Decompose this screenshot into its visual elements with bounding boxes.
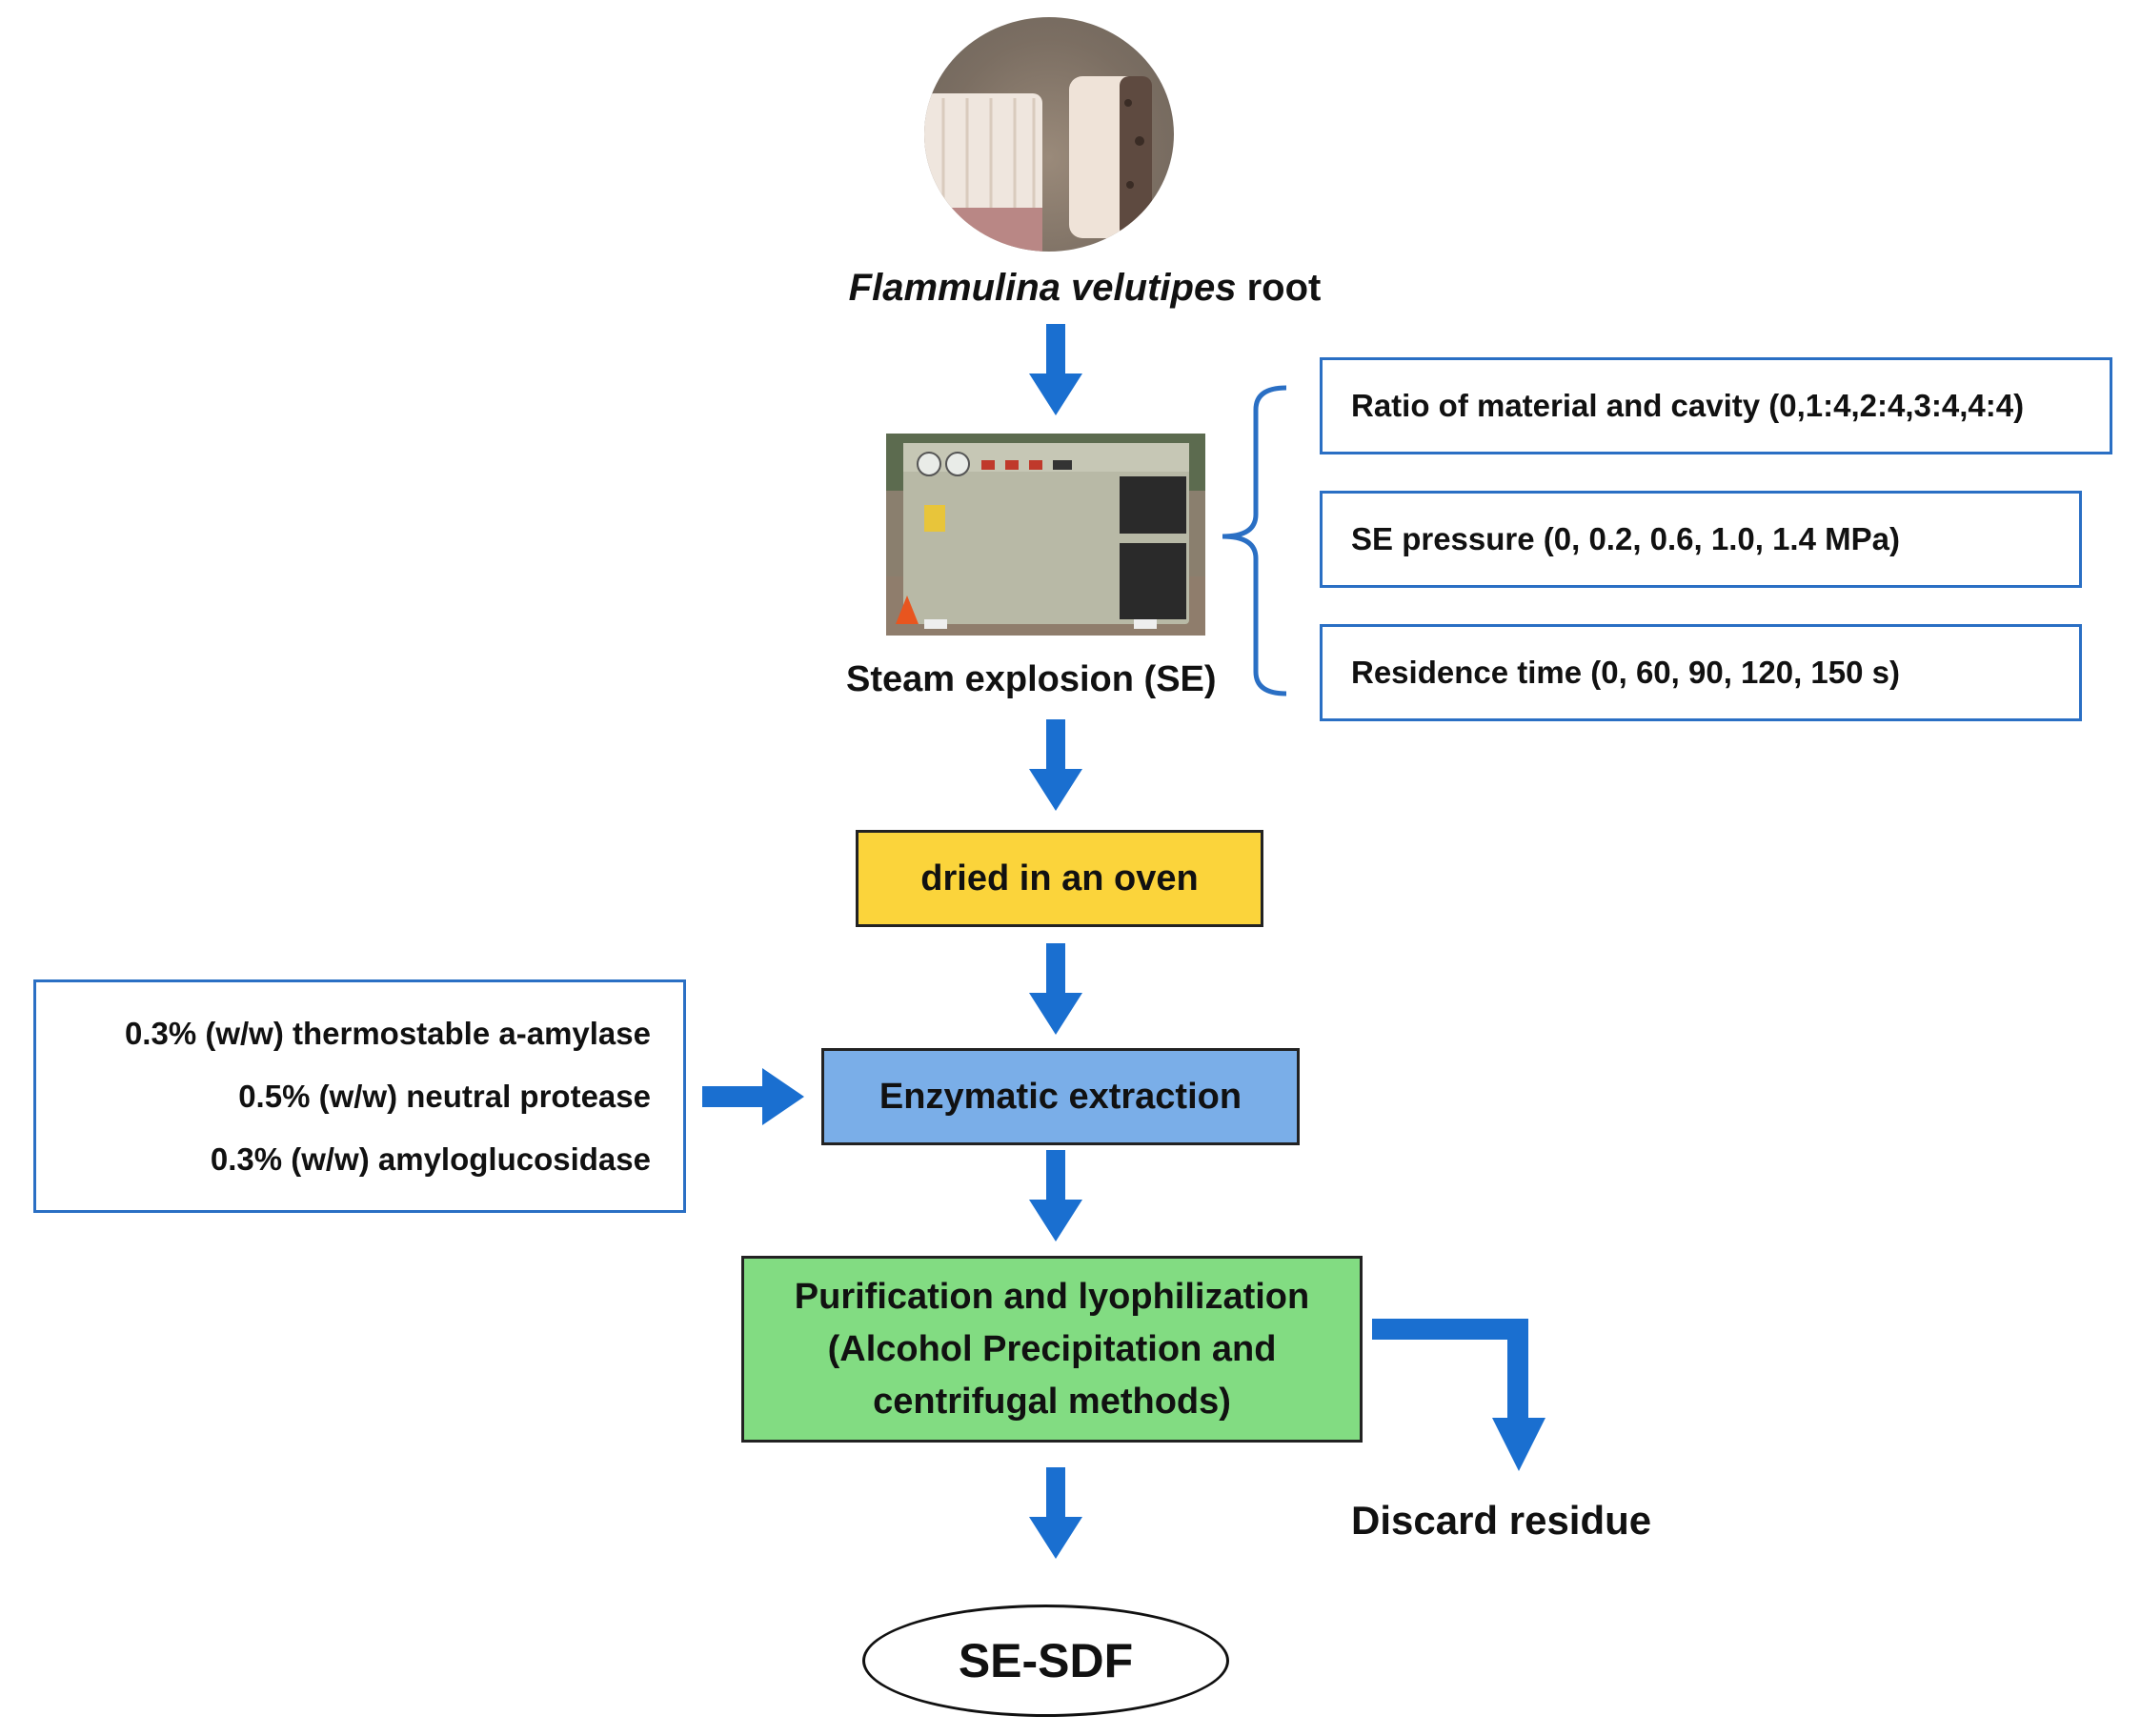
enzyme-line-amyloglucosidase: 0.3% (w/w) amyloglucosidase — [210, 1141, 651, 1177]
arrow-root-to-steam — [1029, 324, 1082, 415]
parameter-ratio-box: Ratio of material and cavity (0,1:4,2:4,… — [1320, 357, 2112, 454]
enzymes-box: 0.3% (w/w) thermostable a-amylase 0.5% (… — [33, 979, 686, 1213]
steam-explosion-label: Steam explosion (SE) — [846, 659, 1217, 699]
parameter-pressure-text: SE pressure (0, 0.2, 0.6, 1.0, 1.4 MPa) — [1351, 521, 1900, 556]
arrow-extraction-to-purification — [1029, 1150, 1082, 1241]
source-label: Flammulina velutipes root — [0, 267, 2141, 310]
source-species-name: Flammulina velutipes — [848, 267, 1237, 309]
discard-residue-label: Discard residue — [1351, 1498, 1652, 1543]
product-ellipse: SE-SDF — [862, 1605, 1229, 1717]
product-label: SE-SDF — [958, 1634, 1134, 1687]
arrow-enzymes-to-extraction — [702, 1068, 804, 1125]
parameter-ratio-text: Ratio of material and cavity (0,1:4,2:4,… — [1351, 388, 2025, 423]
enzymatic-extraction-label: Enzymatic extraction — [879, 1076, 1242, 1117]
arrow-purification-to-residue — [1372, 1319, 1545, 1471]
parameter-bracket — [1222, 385, 1287, 696]
purification-line-3: centrifugal methods) — [873, 1381, 1231, 1422]
arrow-purification-to-product — [1029, 1467, 1082, 1559]
arrow-oven-to-extraction — [1029, 943, 1082, 1035]
parameter-pressure-box: SE pressure (0, 0.2, 0.6, 1.0, 1.4 MPa) — [1320, 491, 2082, 588]
oven-drying-box: dried in an oven — [856, 830, 1263, 927]
parameter-time-box: Residence time (0, 60, 90, 120, 150 s) — [1320, 624, 2082, 721]
arrow-steam-to-oven — [1029, 719, 1082, 811]
enzyme-line-amylase: 0.3% (w/w) thermostable a-amylase — [124, 1015, 651, 1051]
enzymatic-extraction-box: Enzymatic extraction — [821, 1048, 1300, 1145]
purification-box: Purification and lyophilization (Alcohol… — [741, 1256, 1363, 1443]
parameter-time-text: Residence time (0, 60, 90, 120, 150 s) — [1351, 655, 1901, 690]
source-species-suffix: root — [1236, 267, 1322, 309]
oven-drying-label: dried in an oven — [920, 858, 1199, 898]
purification-line-2: (Alcohol Precipitation and — [827, 1328, 1277, 1369]
mushroom-root-photo — [924, 17, 1174, 252]
purification-line-1: Purification and lyophilization — [794, 1276, 1310, 1317]
steam-explosion-machine-photo — [886, 434, 1205, 636]
enzyme-line-protease: 0.5% (w/w) neutral protease — [238, 1078, 651, 1114]
